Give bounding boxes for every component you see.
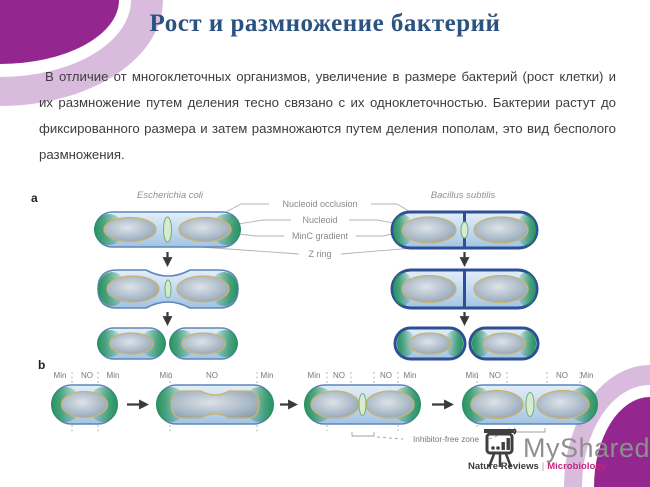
pole-minc-gradient	[445, 330, 463, 357]
nucleoid	[536, 389, 590, 420]
pole-minc-gradient	[397, 330, 415, 357]
nucleoid	[401, 216, 457, 244]
z-ring	[358, 393, 367, 416]
myshared-watermark: MyShared	[482, 427, 650, 469]
nucleoid	[180, 332, 227, 355]
panel-a-annotations: Nucleoid occlusion Nucleoid MinC gradien…	[282, 199, 357, 259]
minsystem-cell-2	[156, 384, 274, 425]
z-ring	[460, 221, 469, 239]
figure-credit: Nature Reviews|Microbiology	[468, 461, 606, 472]
zone-label: Min	[160, 371, 173, 380]
bsubtilis-daughter-cells	[393, 326, 540, 361]
annotation-nucleoid: Nucleoid	[302, 215, 337, 225]
zone-label: Min	[107, 371, 120, 380]
nucleoid	[176, 275, 230, 303]
ecoli-cell-stage1	[94, 211, 241, 248]
nucleoid	[473, 216, 529, 244]
myshared-logo-text: MyShared	[523, 432, 650, 463]
credit-separator: |	[541, 461, 545, 472]
nucleoid	[310, 390, 360, 419]
pole-minc-gradient	[518, 330, 536, 357]
nucleoid	[108, 332, 155, 355]
nucleoid	[178, 216, 232, 243]
inhibitor-free-zone-label: Inhibitor-free zone	[413, 435, 479, 444]
zone-label: NO	[81, 371, 93, 380]
nucleoid	[482, 332, 526, 355]
minsystem-cell-4	[462, 384, 598, 425]
annotation-z-ring: Z ring	[308, 249, 331, 259]
z-ring	[525, 392, 535, 417]
zone-label: NO	[380, 371, 392, 380]
min-no-labels: Min NO Min Min NO Min Min NO NO Min Min …	[54, 371, 594, 380]
credit-journal: Microbiology	[547, 461, 607, 472]
zone-label: Min	[404, 371, 417, 380]
nucleoid	[365, 390, 415, 419]
zone-label: Min	[466, 371, 479, 380]
bsubtilis-cell-stage2-septum	[390, 268, 539, 310]
nucleoid	[470, 389, 524, 420]
minsystem-cell-1	[51, 384, 118, 425]
myshared-logo-icon	[484, 428, 517, 468]
z-ring	[164, 279, 172, 299]
nucleoid	[408, 332, 452, 355]
zone-label: Min	[308, 371, 321, 380]
slide-title: Рост и размножение бактерий	[149, 10, 501, 37]
credit-publisher: Nature Reviews	[468, 461, 539, 472]
nucleoid	[103, 216, 157, 243]
nucleoid	[401, 274, 457, 304]
bacteria-division-diagram: a b Escherichia coli Bacillus subtilis N…	[31, 190, 598, 444]
replicating-nucleoid	[170, 390, 260, 419]
ecoli-daughter-cells	[97, 327, 238, 360]
nucleoid	[106, 275, 160, 303]
bsubtilis-label: Bacillus subtilis	[431, 190, 496, 201]
ecoli-cell-stage2-constriction	[97, 269, 239, 309]
annotation-minc-gradient: MinC gradient	[292, 231, 349, 241]
zone-label: NO	[206, 371, 218, 380]
nucleoid	[60, 390, 109, 419]
zone-label: Min	[581, 371, 594, 380]
panel-b-letter: b	[38, 358, 45, 372]
zone-label: Min	[54, 371, 67, 380]
zone-label: NO	[489, 371, 501, 380]
zone-label: NO	[556, 371, 568, 380]
pole-minc-gradient	[472, 330, 490, 357]
minsystem-cell-3	[304, 384, 421, 425]
zone-label: Min	[261, 371, 274, 380]
min-no-zone-ticks	[71, 372, 581, 433]
panel-a-letter: a	[31, 191, 38, 205]
z-ring	[163, 216, 172, 243]
slide-paragraph: В отличие от многоклеточных организмов, …	[39, 69, 616, 162]
annotation-nucleoid-occlusion: Nucleoid occlusion	[282, 199, 357, 209]
bsubtilis-cell-stage1	[390, 210, 539, 250]
ecoli-label: Escherichia coli	[137, 190, 204, 201]
nucleoid	[473, 274, 529, 304]
zone-label: NO	[333, 371, 345, 380]
